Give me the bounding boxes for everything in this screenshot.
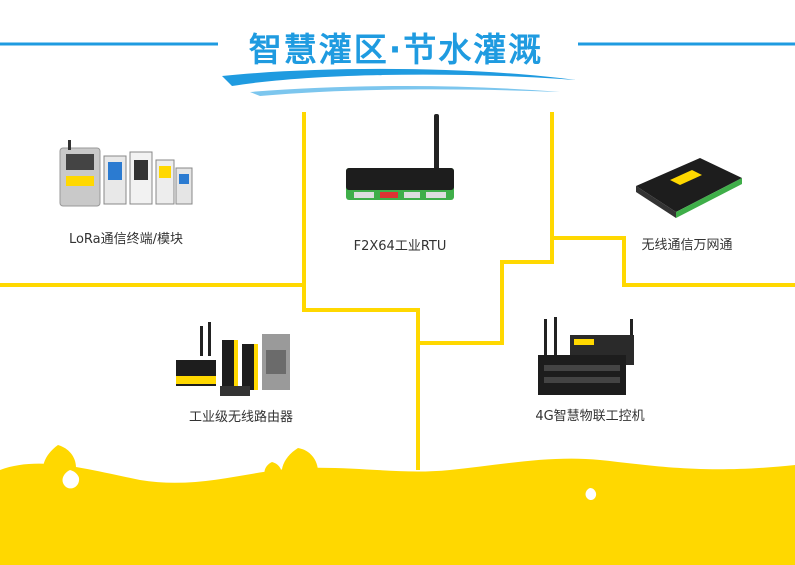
rtu-device-icon [346,114,454,200]
droplet-mid-small [264,462,282,481]
industrial-router-icon [176,322,290,396]
product-label-iot-pc: 4G智慧物联工控机 [535,409,645,424]
droplet-mid-large [281,448,318,493]
product-label-lora: LoRa通信终端/模块 [68,232,184,247]
product-label-router: 工业级无线路由器 [188,410,293,425]
page-title: 智慧灌区·节水灌溉 [248,30,544,69]
header-decoration [0,42,795,96]
product-label-rtu: F2X64工业RTU [353,239,447,254]
lora-module-icon [59,140,193,207]
title-underline-swoosh [222,68,576,86]
title-banner: 智慧灌区·节水灌溉 [218,22,574,82]
droplet-left-small [62,470,80,489]
wanwangtong-device-icon [636,158,742,218]
yellow-wave [0,458,795,565]
iot-industrial-pc-icon [538,317,634,395]
droplet-right-small [585,488,597,501]
product-label-wanwangtong: 无线通信万网通 [641,238,733,253]
